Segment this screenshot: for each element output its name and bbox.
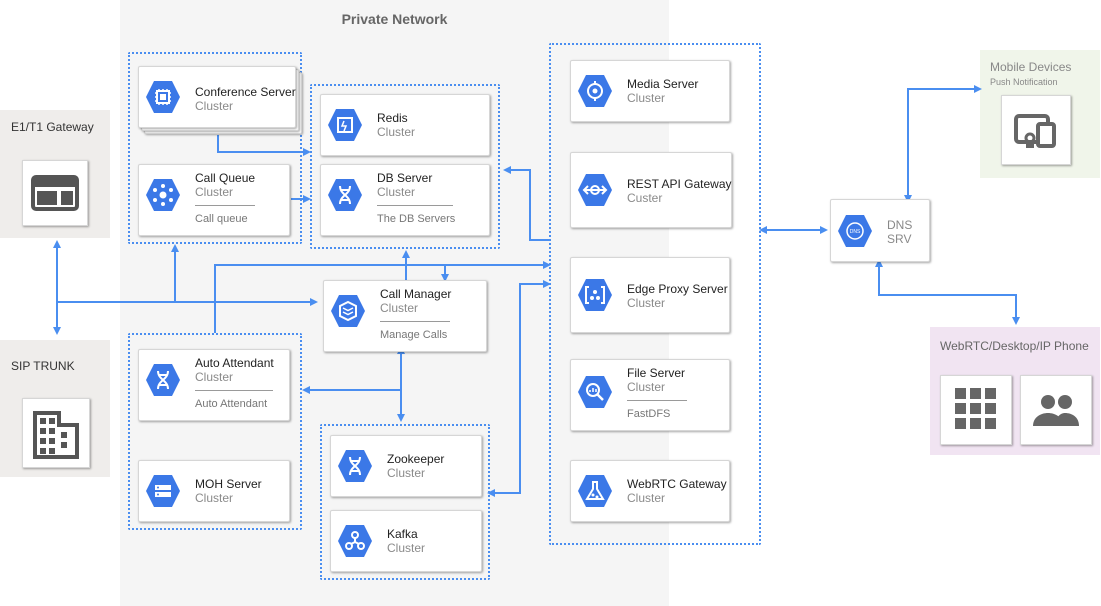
group-attendant-moh [128,333,302,530]
card-title: WebRTC Gateway [627,477,727,491]
card-subtitle: SRV [887,232,912,246]
card-subtitle: Cluster [387,541,426,555]
dns-icon: DNS [838,215,872,247]
card-subtitle: Cluster [627,296,666,310]
devices-icon [1014,114,1056,148]
card-note: Manage Calls [380,329,448,341]
card-divider [627,400,687,401]
dna-icon [338,450,372,482]
hub-icon [146,179,180,211]
webrtc-clients-zone: WebRTC/Desktop/IP Phone [930,327,1100,455]
card-note: Call queue [195,213,248,225]
rest-api-gateway-card[interactable]: REST API Gateway Custer [570,152,732,228]
card-subtitle: Cluster [627,91,666,105]
card-note: Auto Attendant [195,398,268,410]
card-subtitle: Cluster [627,491,666,505]
card-title: Call Manager [380,287,452,301]
flask-icon [578,475,612,507]
grid-icon [955,388,996,429]
card-title: File Server [627,366,686,380]
card-divider [377,205,453,206]
people-icon [1033,395,1079,426]
building-icon [33,411,79,459]
mobile-devices-title: Mobile Devices [990,60,1072,74]
card-title: Conference Server [195,85,296,99]
card-subtitle: Cluster [195,491,234,505]
dna-icon [146,364,180,396]
layers-icon [331,295,365,327]
edge-proxy-server-card[interactable]: Edge Proxy Server Cluster [570,257,730,333]
group-redis-db [310,84,500,249]
card-subtitle: Cluster [380,301,419,315]
group-conference-queue [128,52,302,244]
card-title: Kafka [387,527,418,541]
card-subtitle: Cluster [195,185,234,199]
card-title: Zookeeper [387,452,445,466]
zookeeper-card[interactable]: Zookeeper Cluster [330,435,482,497]
card-subtitle: Cluster [195,99,234,113]
file-server-card[interactable]: File Server Cluster FastDFS [570,359,730,431]
card-subtitle: Cluster [377,125,416,139]
mobile-device [1001,95,1071,165]
card-subtitle: Cluster [377,185,416,199]
mobile-devices-zone: Mobile Devices Push Notification [980,50,1100,178]
mobile-devices-subtitle: Push Notification [990,77,1058,87]
ip-phone-client [1020,375,1092,445]
kafka-card[interactable]: Kafka Cluster [330,510,482,572]
card-title: Edge Proxy Server [627,282,728,296]
card-subtitle: Cluster [387,466,426,480]
e1-gateway-device [22,160,88,226]
chip-icon [146,81,180,113]
auto-attendant-card[interactable]: Auto Attendant Cluster Auto Attendant [138,349,290,421]
card-divider [195,390,273,391]
search-icon [578,376,612,408]
target-icon [578,75,612,107]
card-title: Auto Attendant [195,356,274,370]
card-title: MOH Server [195,477,262,491]
webrtc-gateway-card[interactable]: WebRTC Gateway Cluster [570,460,730,522]
card-divider [380,321,450,322]
card-title: Redis [377,111,408,125]
card-subtitle: Cluster [627,380,666,394]
redis-card[interactable]: Redis Cluster [320,94,490,156]
memory-icon [328,109,362,141]
e1-gateway-title: E1/T1 Gateway [11,120,94,134]
moh-server-card[interactable]: MOH Server Cluster [138,460,290,522]
proxy-icon [578,279,612,311]
card-note: The DB Servers [377,213,456,225]
dna-icon [328,179,362,211]
storage-icon [146,475,180,507]
card-title: Media Server [627,77,699,91]
card-subtitle: Custer [627,191,663,205]
media-server-card[interactable]: Media Server Cluster [570,60,730,122]
card-subtitle: Cluster [195,370,234,384]
api-icon [578,174,612,206]
card-title: DB Server [377,171,433,185]
group-zookeeper-kafka [320,424,490,580]
call-queue-card[interactable]: Call Queue Cluster Call queue [138,164,290,236]
private-network-title: Private Network [341,11,448,27]
dns-card[interactable]: DNS DNS SRV [830,199,930,262]
db-server-card[interactable]: DB Server Cluster The DB Servers [320,164,490,236]
sip-trunk-zone: SIP TRUNK [0,340,110,477]
card-title: Call Queue [195,171,256,185]
call-manager-card[interactable]: Call Manager Cluster Manage Calls [323,280,487,352]
card-title: REST API Gateway [627,177,732,191]
window-icon [31,175,79,211]
card-note: FastDFS [627,408,671,420]
card-divider [195,205,255,206]
sip-trunk-title: SIP TRUNK [11,359,75,373]
e1-gateway-zone: E1/T1 Gateway [0,110,110,238]
sip-trunk-device [22,398,90,468]
desktop-client [940,375,1012,445]
card-title: DNS [887,218,913,232]
webrtc-clients-title: WebRTC/Desktop/IP Phone [940,339,1089,353]
kafka-icon [338,525,372,557]
conference-server-card[interactable]: Conference Server Cluster [138,66,296,128]
dns-icon-text: DNS [850,229,861,235]
